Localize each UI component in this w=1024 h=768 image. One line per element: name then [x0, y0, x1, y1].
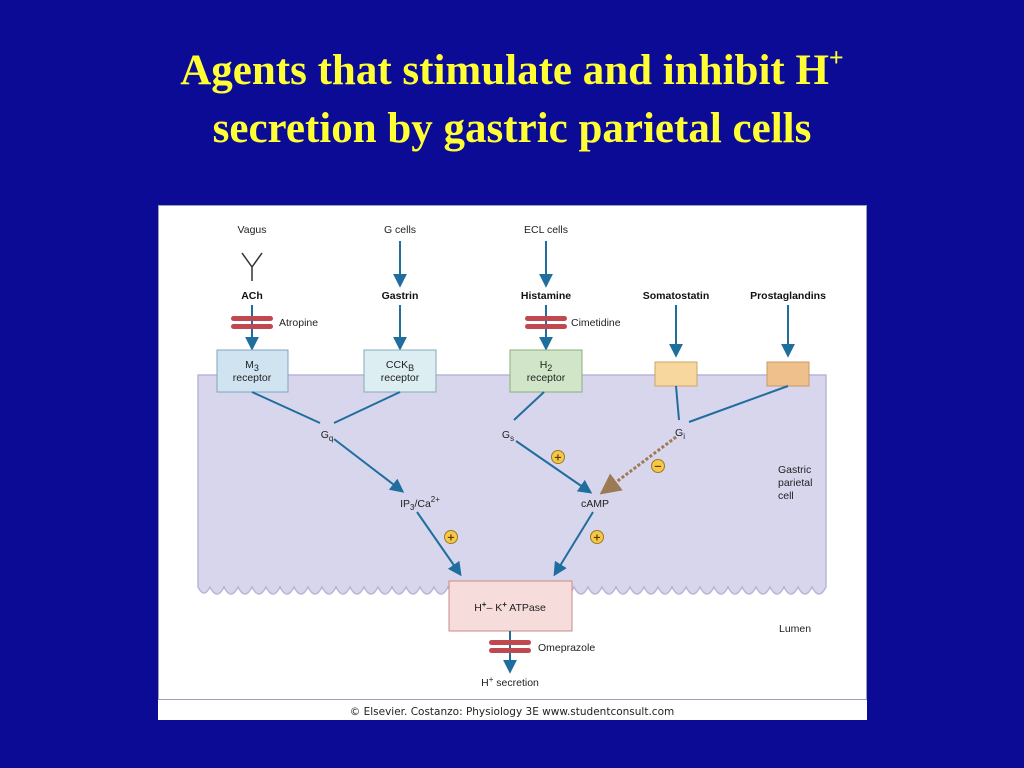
ecl-cells-label: ECL cells — [524, 224, 568, 236]
gi-inhibits-camp-arrow — [599, 435, 677, 495]
title-line-1: Agents that stimulate and inhibit H+ — [180, 43, 844, 95]
gs-to-camp-arrow — [515, 440, 593, 494]
somatostatin-receptor — [654, 361, 698, 387]
camp-to-pump-arrow — [553, 511, 594, 577]
gi-label: Gi — [675, 427, 685, 441]
prostaglandin-to-gi-line — [688, 385, 789, 423]
cckb-receptor — [363, 349, 437, 393]
cimetidine-label: Cimetidine — [571, 317, 621, 329]
prostaglandin-receptor — [766, 361, 810, 387]
cell-label-line-3: cell — [778, 490, 794, 502]
plus-sign-camp: + — [590, 530, 604, 544]
h-secretion-label: H+ secretion — [481, 675, 539, 689]
svg-text:−: − — [654, 462, 662, 473]
m3-to-gq-line — [251, 391, 321, 424]
svg-text:+: + — [447, 533, 455, 544]
h2-receptor-label: H2 — [540, 359, 553, 373]
cckb-receptor-label-2: receptor — [381, 372, 420, 384]
cckb-receptor-label: CCKB — [386, 359, 414, 373]
gq-label: Gq — [321, 429, 334, 443]
prostaglandins-label: Prostaglandins — [750, 290, 826, 302]
g-cells-label: G cells — [384, 224, 416, 236]
lumen-label: Lumen — [779, 623, 811, 635]
m3-receptor-label: M3 — [245, 359, 259, 373]
plus-sign-ip3: + — [444, 530, 458, 544]
proton-pump-label: H+– K+ ATPase — [474, 600, 546, 614]
minus-sign-gi: − — [651, 459, 665, 473]
camp-label: cAMP — [581, 498, 609, 510]
cell-label-line-2: parietal — [778, 477, 812, 489]
ip3-ca-label: IP3/Ca2+ — [400, 495, 440, 512]
omeprazole-label: Omeprazole — [538, 642, 595, 654]
title-line-2: secretion by gastric parietal cells — [212, 105, 812, 152]
ach-label: ACh — [241, 290, 263, 302]
svg-text:+: + — [593, 533, 601, 544]
m3-receptor — [216, 349, 289, 393]
atropine-blocker — [231, 316, 273, 329]
omeprazole-blocker — [489, 640, 531, 653]
gastrin-label: Gastrin — [382, 290, 419, 302]
svg-text:+: + — [554, 453, 562, 464]
somatostatin-label: Somatostatin — [643, 290, 710, 302]
diagram-figure: Vagus G cells ECL cells ACh Gastrin Hist… — [158, 205, 867, 720]
histamine-label: Histamine — [521, 290, 571, 302]
parietal-cell — [197, 374, 827, 595]
vagus-label: Vagus — [238, 224, 267, 236]
ip3-to-pump-arrow — [416, 511, 462, 577]
somatostatin-to-gi-line — [675, 385, 680, 421]
h2-to-gs-line — [513, 391, 545, 421]
cckb-to-gq-line — [333, 391, 401, 424]
cimetidine-blocker — [525, 316, 567, 329]
m3-receptor-label-2: receptor — [233, 372, 272, 384]
nerve-ending-icon — [241, 252, 263, 281]
gq-to-ip3-arrow — [333, 438, 405, 493]
proton-pump-box — [448, 580, 573, 632]
diagram-svg: Vagus G cells ECL cells ACh Gastrin Hist… — [158, 205, 867, 718]
slide-title: Agents that stimulate and inhibit H+ sec… — [0, 42, 1024, 158]
copyright-credit: © Elsevier. Costanzo: Physiology 3E www.… — [350, 706, 674, 718]
atropine-label: Atropine — [279, 317, 318, 329]
figure-border — [158, 205, 867, 700]
h2-receptor — [509, 349, 583, 393]
plus-sign-gs: + — [551, 450, 565, 464]
gs-label: Gs — [502, 429, 514, 443]
h2-receptor-label-2: receptor — [527, 372, 566, 384]
cell-label-line-1: Gastric — [778, 464, 811, 476]
